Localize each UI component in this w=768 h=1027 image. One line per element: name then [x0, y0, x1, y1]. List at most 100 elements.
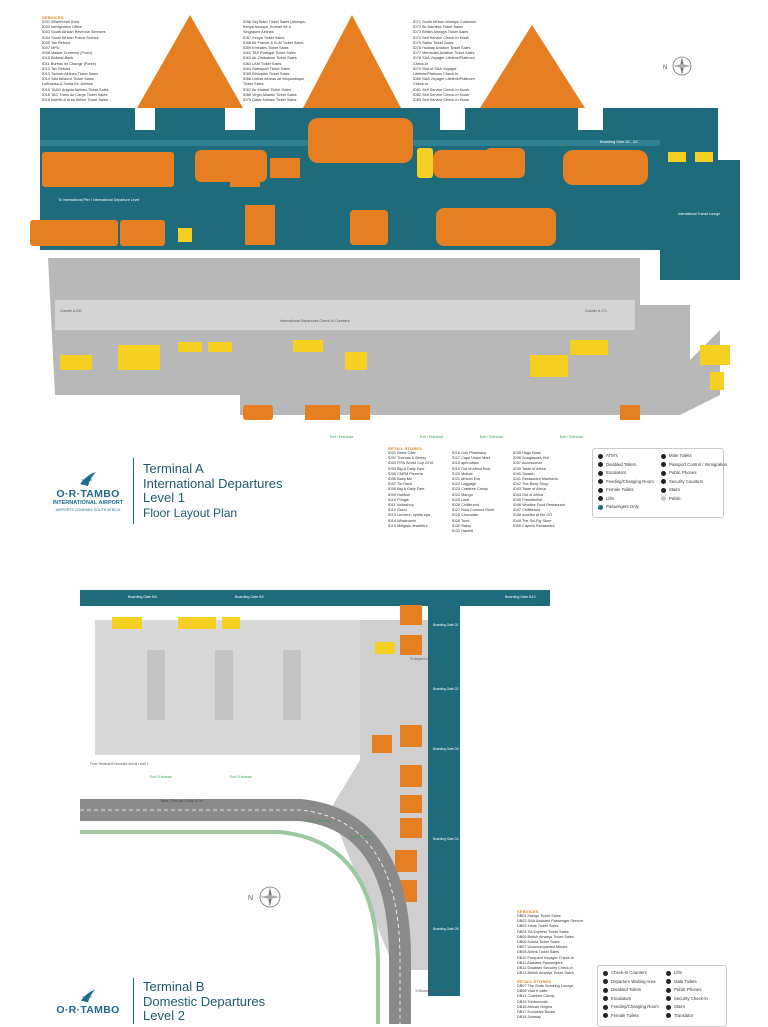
atm-icon: [598, 453, 603, 459]
list-item: DB07 Unaccompanied Minors: [517, 945, 568, 950]
list-item: ID83 Self Service Check-In Kiosk: [413, 98, 469, 103]
legend-item: Passport Control / Immigration: [661, 461, 727, 470]
list-item: ID05 Tax Refund: [42, 40, 71, 45]
list-item: ID70 Qatar Airlines Ticket Sales: [243, 98, 297, 103]
list-item: ID18 Interlin & Area Airline Ticket Sale…: [42, 98, 108, 103]
list-item: Lifetime/Platinum Check-In: [413, 72, 459, 77]
counter-right-label: Counter A-171: [585, 309, 607, 313]
legend-label: Passport Control / Immigration: [669, 461, 728, 467]
list-item: ID13 Lumiere, spirits spa: [388, 513, 430, 518]
list-item: ID36 Sunglasses Hut: [513, 456, 549, 461]
list-item: Check-In: [413, 61, 429, 66]
list-item: ID04 Big & Daily Fare: [388, 466, 425, 471]
list-item: ID14 Whatcomin: [388, 518, 417, 523]
legend-item: Male Toilets: [666, 978, 708, 987]
legend-item: Disabled Toilets: [603, 986, 659, 995]
airside-band-b: [80, 590, 550, 606]
public-phones-icon: [666, 987, 671, 993]
lifts-icon: [666, 970, 671, 976]
counter-left-label: Counter A-001: [60, 309, 82, 313]
list-item: DB07 The Sorts Smoking Lounge: [517, 984, 574, 988]
pier-roof-2: [303, 15, 401, 108]
public-phones-icon: [661, 470, 666, 476]
list-item: ID27 Nola Connect Store: [452, 508, 495, 513]
pier-roof-1: [137, 15, 243, 108]
check-in-icon: [603, 970, 608, 976]
legend-label: Check-In Counters: [611, 970, 647, 975]
legend-label: Public: [669, 495, 681, 501]
logo-name: O·R·TAMBO: [56, 488, 120, 500]
list-item: ID20 Mutual: [452, 471, 473, 476]
escalators-icon: [598, 470, 603, 476]
gate-b8-label: Boarding Gate B8: [128, 595, 157, 599]
svg-text:Exit / Entrance: Exit / Entrance: [480, 435, 503, 439]
list-item: ID37 Accessorize: [513, 461, 543, 466]
terminal-b-map: Taxis / Pick-up / Drop & Go Boarding Gat…: [80, 590, 550, 1024]
list-item: Check-In: [413, 82, 429, 87]
list-item: ID61 TAP Portugal Ticket Sales: [243, 51, 296, 56]
security-check-in-icon: [666, 996, 671, 1002]
legend-item: Security Check-In: [666, 995, 708, 1004]
legend-item: Feeding/Changing Room: [598, 478, 654, 487]
list-item: ID24 Mango: [452, 492, 473, 497]
list-item: ID03 South African Revenue Services: [42, 30, 106, 35]
gate-b9-label: Boarding Gate B9: [235, 595, 264, 599]
departure-waiting-icon: [603, 979, 608, 985]
from-terminal-label: From Terminal B Domestic Arrival Level 1: [90, 762, 149, 766]
list-item: ID42 The Body Shop: [513, 482, 549, 487]
list-item: Lufthansa & Swiss Int. Airlines: [42, 82, 93, 87]
legend-item: Passengers Only: [598, 503, 654, 512]
list-item: DB10 Frequent Voyager Check-In: [517, 955, 574, 960]
legend-item: Male Toilets: [661, 452, 727, 461]
list-item: ID47 Chillibrand: [513, 508, 541, 513]
page-level: Level 1: [143, 490, 185, 505]
plane-logo-icon: [80, 472, 96, 486]
svg-text:Exit / Entrance: Exit / Entrance: [330, 435, 353, 439]
disabled-toilets-icon: [598, 462, 603, 468]
passport-control-icon: [661, 462, 666, 468]
list-item: ID04 South African Police Service: [42, 35, 99, 40]
list-item: ID08 Big & Daily Fare: [388, 487, 425, 492]
retail-heading: RETAIL STORES: [388, 446, 423, 451]
list-item: ID80 SAA Voyager Lifetime/Platinum: [413, 77, 475, 82]
list-item: DB01 Mango Ticket Sales: [517, 914, 561, 918]
list-item: Kenya Airways, Korean Air &: [243, 25, 292, 30]
boarding-gates-label: Boarding Gate A1 - A2: [600, 140, 638, 144]
security-counters-icon: [661, 479, 666, 485]
list-item: ID11 Bureau de Change (Forex): [42, 61, 96, 66]
services-heading-b: SERVICES: [517, 909, 539, 914]
list-item: Singapore Airlines: [243, 30, 274, 35]
legend-item: Escalators: [598, 469, 654, 478]
legend-label: Male Toilets: [674, 978, 697, 984]
legend-label: ATM's: [606, 453, 618, 458]
legend-label: Disabled Toilets: [606, 461, 637, 467]
legend-label: Security Check-In: [674, 995, 708, 1001]
list-item: ID21 African Eve: [452, 477, 481, 482]
list-item: DB12 Disabled Security Check-In: [517, 966, 574, 971]
check-in-label: International Departures Check-In Counte…: [280, 319, 350, 323]
legend-item: Feeding/Changing Room: [603, 1003, 659, 1012]
list-item: DB02 SAA Assisted Passenger Service: [517, 919, 584, 924]
list-item: ID50 Capello Restaurant: [513, 523, 555, 528]
list-item: ID76 Holiday Aviation Ticket Sales: [413, 46, 471, 51]
logo-tag: INTERNATIONAL AIRPORT: [52, 500, 124, 506]
stairs-icon: [661, 487, 666, 493]
list-item: DB03 1time Ticket Sales: [517, 924, 559, 929]
logo-name-b: O·R·TAMBO: [56, 1004, 120, 1016]
list-item: ID26 Chillibrand: [452, 503, 480, 508]
legend-label: Escalators: [606, 470, 627, 475]
legend-item: Stairs: [666, 1003, 708, 1012]
list-item: ID67 Air Malawi Ticket Sales: [243, 87, 291, 92]
list-item: ID11 Vodashop: [388, 503, 414, 508]
legend-item: Check-In Counters: [603, 969, 659, 978]
list-item: ID15 TAAG Angola Airlines Ticket Sales: [42, 87, 109, 92]
list-item: ID48 woolies at the GO: [513, 513, 553, 518]
list-item: ID31 Hazlett: [452, 529, 473, 534]
legend-label: Security Counters: [669, 478, 704, 484]
terminal-a-title-block: Terminal A International Departures Leve…: [143, 461, 283, 520]
landside-hall: [48, 258, 720, 415]
legend-item: Translator: [666, 1012, 708, 1021]
page-subtitle: International Departures: [143, 475, 283, 491]
legend-item: Escalators: [603, 995, 659, 1004]
